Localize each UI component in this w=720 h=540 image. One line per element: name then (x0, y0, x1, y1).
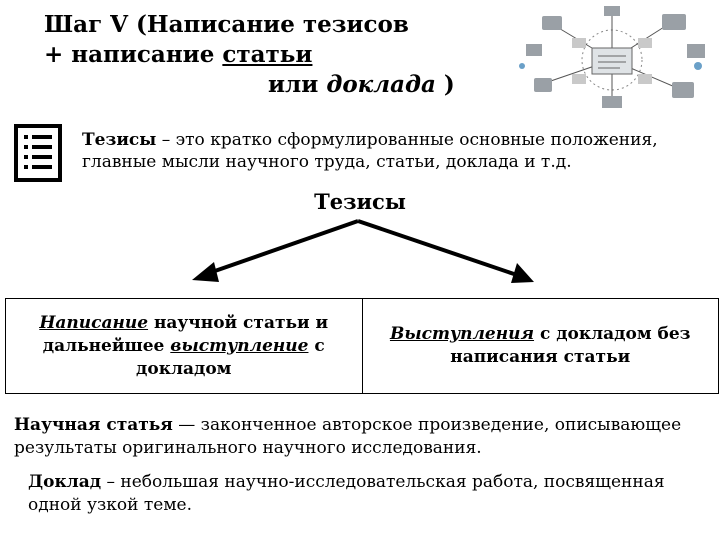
report-definition: Доклад – небольшая научно-исследовательс… (28, 471, 714, 517)
thesis-term: Тезисы (82, 130, 157, 150)
title-line-3-suffix: ) (435, 71, 455, 98)
option-left-text-1: научной статьи и дальнейшее (42, 312, 329, 356)
title-line-1: Шаг V (Написание тезисов (44, 11, 409, 38)
report-text: – небольшая научно-исследовательская раб… (28, 472, 665, 515)
diagram-center-label: Тезисы (314, 189, 406, 214)
title-line-3-prefix: или (268, 71, 327, 98)
option-left-text-2: с докладом (136, 335, 325, 379)
option-left-emph-2: выступление (170, 335, 309, 356)
option-report-only-text: Выступления с докладом без написания ста… (377, 323, 705, 369)
article-term: Научная статья (14, 415, 173, 435)
report-term: Доклад (28, 472, 102, 492)
title-line-3: или доклада ) (44, 70, 494, 100)
right-arrow-head (511, 263, 534, 283)
option-left-emph-1: Написание (39, 312, 149, 333)
option-right-text: с докладом без написания статьи (450, 324, 691, 367)
title-report-word: доклада (326, 71, 436, 98)
page-title: Шаг V (Написание тезисов + написание ста… (44, 10, 494, 100)
option-write-article-text: Написание научной статьи и дальнейшее вы… (20, 312, 348, 381)
thesis-text: – это кратко сформулированные основные п… (82, 130, 658, 172)
left-arrow-shaft (211, 219, 359, 274)
right-arrow-shaft (357, 219, 515, 276)
thesis-definition: Тезисы – это кратко сформулированные осн… (82, 129, 712, 173)
checklist-icon (14, 124, 62, 182)
option-right-emph: Выступления (389, 324, 535, 344)
article-definition: Научная статья — законченное авторское п… (14, 414, 714, 460)
option-report-only: Выступления с докладом без написания ста… (363, 299, 719, 393)
left-arrow-head (192, 262, 219, 282)
research-collage-icon (519, 6, 705, 108)
title-line-2-prefix: + написание (44, 41, 223, 68)
title-article-word: статьи (222, 41, 313, 68)
option-write-article: Написание научной статьи и дальнейшее вы… (6, 299, 363, 393)
options-table: Написание научной статьи и дальнейшее вы… (5, 298, 719, 394)
article-text: — законченное авторское произведение, оп… (14, 415, 682, 458)
